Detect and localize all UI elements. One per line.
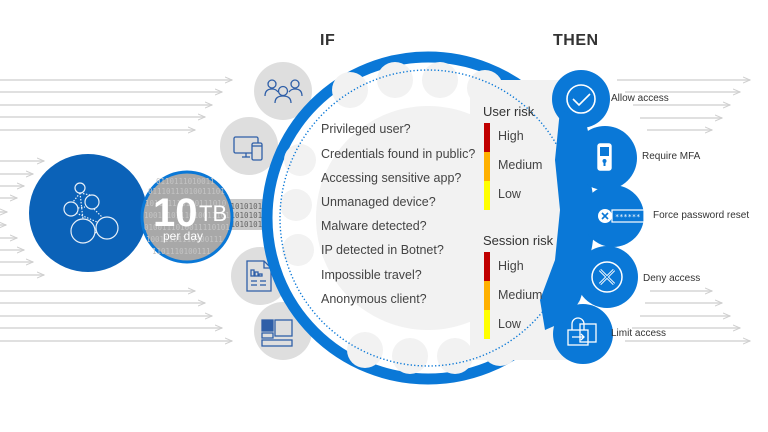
condition-item: Malware detected?	[321, 219, 427, 233]
phone-lock-icon	[597, 143, 612, 171]
svg-text:01010101: 01010101	[226, 220, 262, 229]
svg-text:******: ******	[615, 213, 640, 221]
user-risk-low-bar	[484, 181, 490, 210]
checkmark-icon	[566, 84, 596, 114]
session-risk-medium-bar	[484, 281, 490, 310]
svg-text:101101110100111010: 101101110100111010	[145, 199, 227, 208]
condition-item: Privileged user?	[321, 122, 411, 136]
session-risk-level: High	[498, 259, 524, 273]
identity-graph-circle	[29, 154, 147, 272]
user-risk-title: User risk	[483, 104, 535, 119]
if-heading: IF	[320, 32, 336, 49]
session-risk-high-bar	[484, 252, 490, 281]
svg-text:0100111010011110101: 0100111010011110101	[144, 223, 230, 232]
action-circles	[540, 70, 644, 364]
password-reset-icon: ******	[598, 209, 645, 223]
action-limit-access: Limit access	[611, 328, 667, 339]
condition-item: Impossible travel?	[321, 268, 422, 282]
then-heading: THEN	[553, 32, 599, 49]
user-risk-level: Low	[498, 187, 521, 201]
app-layout-icon	[261, 319, 293, 347]
action-force-password-reset: Force password reset	[653, 210, 750, 221]
condition-item: Anonymous client?	[321, 292, 427, 306]
deny-x-icon	[591, 261, 623, 293]
session-risk-low-bar	[484, 310, 490, 339]
incoming-signal-arrows	[0, 80, 232, 341]
conditions-circle	[261, 51, 595, 385]
data-volume-period: per day	[163, 229, 204, 243]
condition-item: IP detected in Botnet?	[321, 243, 444, 257]
data-volume-value: 10	[153, 191, 198, 235]
network-graph-icon	[63, 182, 119, 244]
condition-item: Accessing sensitive app?	[321, 171, 462, 185]
condition-item: Credentials found in public?	[321, 147, 476, 161]
data-volume-unit: TB	[199, 201, 228, 226]
user-risk-high-bar	[484, 123, 490, 152]
svg-text:01110111010011101: 01110111010011101	[148, 187, 225, 196]
svg-text:10011101110100111: 10011101110100111	[146, 235, 223, 244]
action-require-mfa: Require MFA	[642, 151, 701, 162]
user-risk-level: Medium	[498, 158, 543, 172]
session-risk-level: Medium	[498, 288, 543, 302]
svg-text:1101110100111: 1101110100111	[152, 247, 211, 256]
limited-lock-icon	[567, 317, 597, 346]
outgoing-action-arrows	[617, 80, 750, 341]
devices-icon	[233, 136, 263, 161]
session-risk-level: Low	[498, 317, 521, 331]
svg-text:1001110111010011101: 1001110111010011101	[144, 211, 230, 220]
svg-text:01010101: 01010101	[226, 202, 262, 211]
action-deny-access: Deny access	[643, 273, 701, 284]
action-allow-access: Allow access	[611, 93, 669, 104]
svg-text:0110111010011: 0110111010011	[156, 177, 215, 186]
user-risk-level: High	[498, 129, 524, 143]
svg-text:01010101: 01010101	[226, 211, 262, 220]
users-icon	[264, 79, 303, 104]
session-risk-title: Session risk	[483, 233, 554, 248]
user-risk-medium-bar	[484, 152, 490, 181]
data-volume-circle: 0110111010011 01110111010011101 10110111…	[140, 170, 234, 264]
condition-item: Unmanaged device?	[321, 195, 436, 209]
report-document-icon	[246, 260, 272, 292]
